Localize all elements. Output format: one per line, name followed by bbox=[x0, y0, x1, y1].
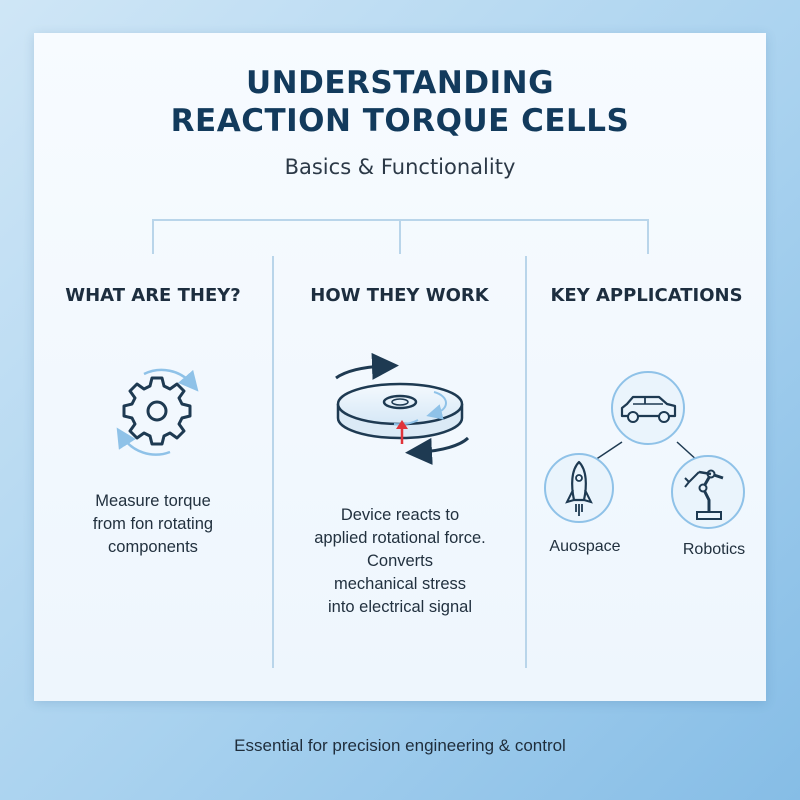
rocket-icon bbox=[544, 453, 614, 523]
column-description-how: Device reacts to applied rotational forc… bbox=[314, 506, 486, 616]
footer-caption: Essential for precision engineering & co… bbox=[234, 736, 566, 755]
torque-disc-icon bbox=[335, 352, 470, 465]
car-icon bbox=[611, 371, 685, 445]
column-heading-how: HOW THEY WORK bbox=[310, 285, 489, 306]
application-network-icon bbox=[544, 371, 745, 529]
column-divider-right bbox=[525, 256, 527, 668]
page-subtitle: Basics & Functionality bbox=[284, 155, 516, 179]
page-title-line-2: REACTION TORQUE CELLS bbox=[170, 103, 630, 139]
application-label-aerospace: Auospace bbox=[549, 538, 621, 555]
page-title-line-1: UNDERSTANDING bbox=[245, 65, 555, 101]
column-description-what: Measure torque from fon rotating compone… bbox=[92, 492, 214, 556]
application-label-robotics: Robotics bbox=[682, 541, 746, 558]
column-heading-applications: KEY APPLICATIONS bbox=[550, 285, 743, 306]
column-divider-left bbox=[272, 256, 274, 668]
column-heading-what: WHAT ARE THEY? bbox=[65, 285, 241, 306]
robot-arm-icon bbox=[671, 455, 745, 529]
gear-with-rotation-arrows-icon bbox=[116, 368, 199, 456]
content-card bbox=[34, 33, 766, 701]
